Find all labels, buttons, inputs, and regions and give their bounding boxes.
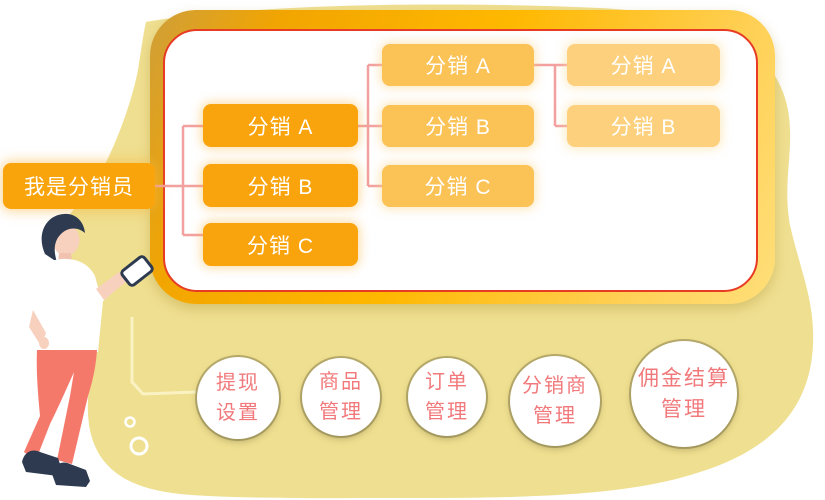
feature-label-line2: 管理: [533, 405, 577, 427]
person-shoe-left: [22, 450, 62, 476]
person-shirt: [30, 258, 125, 352]
feature-label-line2: 管理: [661, 398, 707, 421]
feature-circle-commission-settlement: 佣金结算 管理: [631, 341, 737, 447]
feature-label-line2: 管理: [319, 401, 363, 423]
feature-circle-distributor-management: 分销商 管理: [510, 356, 600, 446]
feature-label-line1: 佣金结算: [638, 366, 730, 390]
person-left-hand: [39, 337, 49, 349]
connector-level2-to-level3: [358, 63, 382, 188]
feature-label-line2: 管理: [425, 401, 469, 423]
decorative-corner-line: [130, 317, 197, 396]
connector-root-to-level2: [155, 124, 203, 237]
person-hair: [41, 213, 85, 262]
feature-circle-order-management: 订单 管理: [408, 358, 486, 436]
org-node-level2-c: 分销 C: [203, 223, 358, 266]
feature-label-line1: 商品: [319, 371, 363, 393]
person-left-arm: [29, 310, 46, 346]
feature-circle-withdraw-settings: 提现 设置: [197, 357, 279, 439]
org-node-level2-b: 分销 B: [203, 164, 358, 207]
org-node-level3-c: 分销 C: [382, 165, 534, 207]
org-node-level4-b: 分销 B: [567, 105, 720, 147]
person-pants: [24, 350, 97, 464]
person-shoe-right: [52, 462, 90, 487]
connector-level3-to-level4: [534, 63, 567, 128]
org-node-level3-b: 分销 B: [382, 105, 534, 147]
feature-circle-product-management: 商品 管理: [302, 358, 380, 436]
org-node-root: 我是分销员: [3, 163, 155, 209]
feature-label-line1: 订单: [425, 371, 469, 393]
phone: [120, 255, 154, 287]
decorative-ring-small: [124, 416, 136, 428]
org-node-level3-a: 分销 A: [382, 44, 534, 86]
org-node-level2-a: 分销 A: [203, 104, 358, 147]
feature-label-line1: 分销商: [522, 375, 588, 397]
feature-label-line2: 设置: [216, 402, 260, 424]
decorative-dot: [5, 359, 15, 369]
decorative-ring-large: [129, 436, 149, 456]
feature-label-line1: 提现: [216, 372, 260, 394]
org-node-level4-a: 分销 A: [567, 44, 720, 86]
